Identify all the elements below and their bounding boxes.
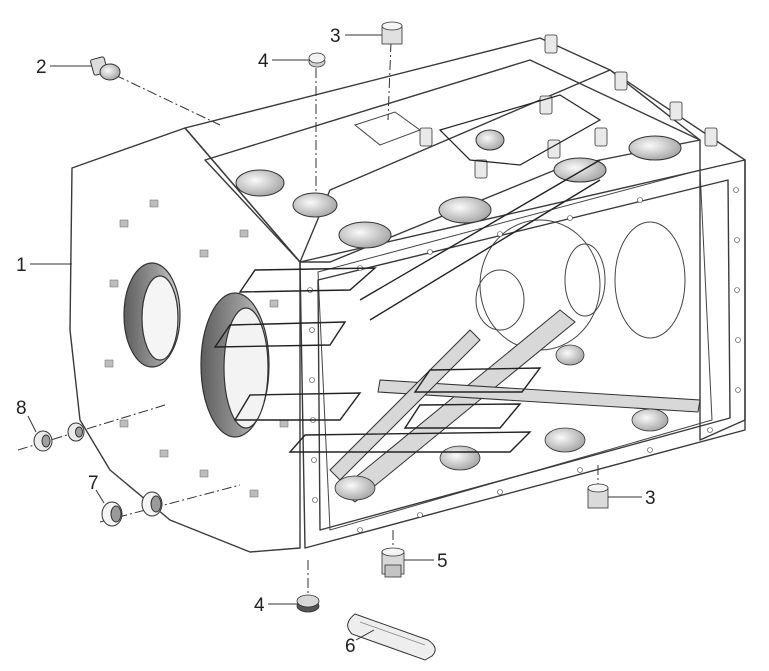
callout-3-bottom: 3 [645,488,656,509]
interior-ribs [329,309,701,503]
part-3-top-stud [381,21,403,45]
housing-interior [317,169,713,531]
housing-top-rim [184,37,611,263]
part-3-bottom-stud [587,483,609,509]
interior-bore-lower [475,269,525,331]
callout-labels: 1 2 3 4 3 5 4 6 7 8 [16,26,656,657]
front-bolt-pads [104,199,289,498]
callout-1: 1 [16,255,27,276]
top-pad-plate [353,111,422,146]
callout-5: 5 [437,551,448,572]
interior-bore-mid [564,243,606,317]
part-7-rings [101,491,163,527]
callout-leaders [27,34,642,641]
part-5-stud [381,547,405,578]
part-6-pin [347,613,436,661]
part-4-bottom-nut [296,594,320,613]
callout-3-top: 3 [330,26,341,47]
callout-4-top: 4 [258,51,269,72]
part-8-washers [33,422,85,452]
assembly-lines [17,41,599,598]
interior-bore-right [614,221,686,339]
transmission-housing [69,34,746,553]
callout-4-bottom: 4 [254,595,265,616]
part-4-top-nut [308,52,326,68]
callout-7: 7 [88,473,99,494]
housing-side-wall [609,69,746,441]
top-deck-studs [419,34,718,179]
callout-8: 8 [16,398,27,419]
callout-6: 6 [345,636,356,657]
callout-2: 2 [36,57,47,78]
top-deck-bosses [235,129,682,249]
flange-bolt-holes [307,187,741,533]
front-bores [123,262,270,438]
section-lines [213,159,601,453]
top-stepped-plate [438,94,602,166]
part-2-plug [90,56,121,81]
